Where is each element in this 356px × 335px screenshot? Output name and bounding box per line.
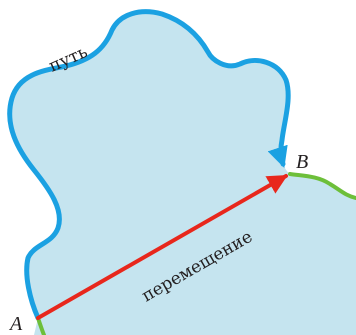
point-b-label: B — [296, 151, 308, 173]
path-curve — [7, 9, 291, 321]
point-a-label: A — [8, 313, 23, 335]
displacement-arrow — [36, 174, 288, 320]
boundary-right — [288, 172, 356, 200]
region-fill — [9, 11, 356, 335]
